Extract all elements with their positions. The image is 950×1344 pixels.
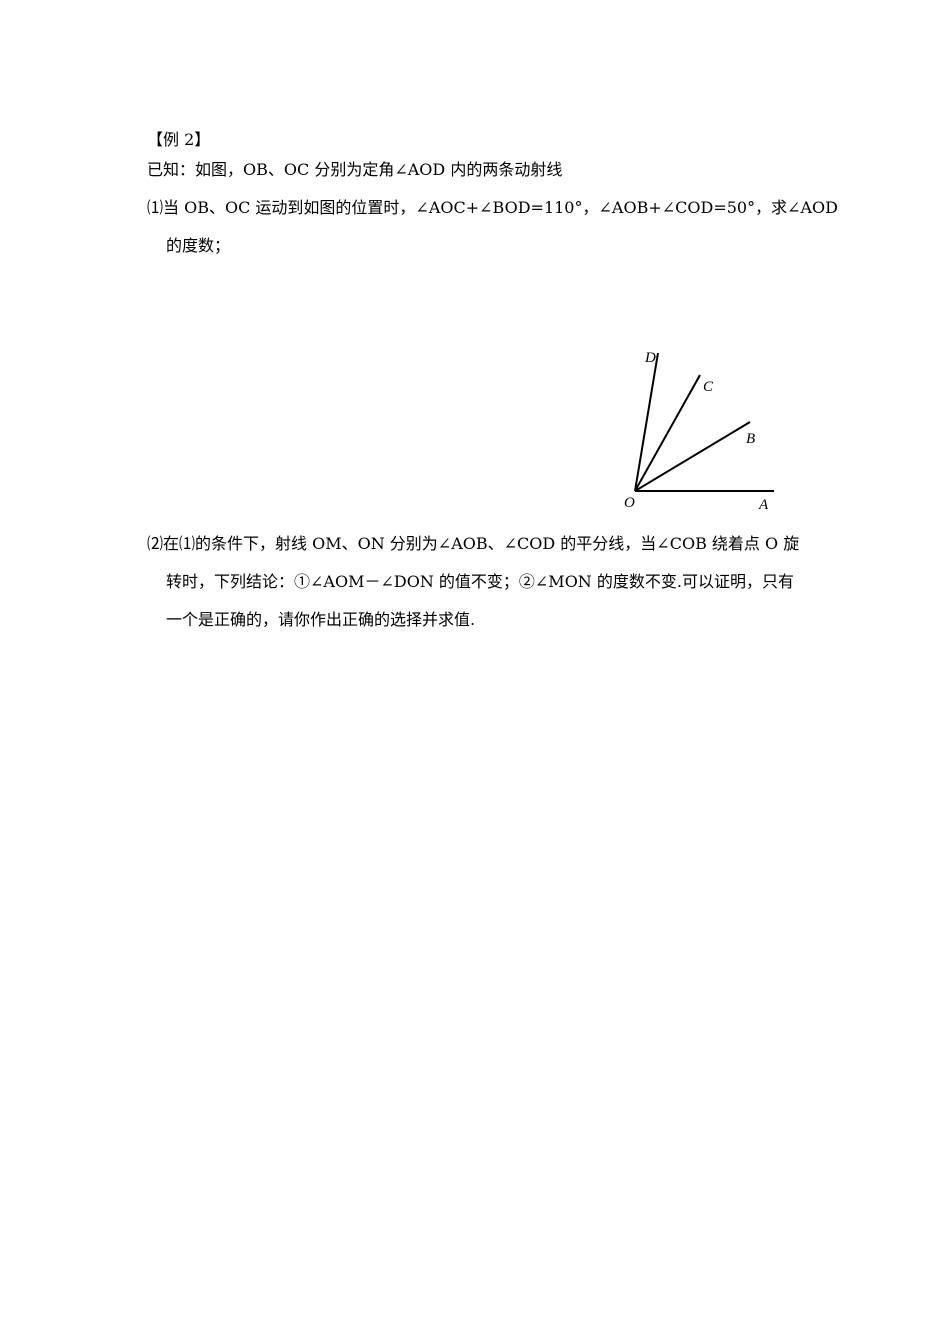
label-B: B bbox=[746, 431, 755, 447]
question-1-line-1: ⑴当 OB、OC 运动到如图的位置时，∠AOC+∠BOD=110°，∠AOB+∠… bbox=[147, 198, 838, 217]
question-2-line-2: 转时，下列结论：①∠AOM－∠DON 的值不变；②∠MON 的度数不变.可以证明… bbox=[166, 572, 794, 591]
label-A: A bbox=[758, 497, 769, 513]
angle-figure: D C B O A bbox=[624, 350, 774, 513]
label-O: O bbox=[624, 495, 635, 511]
example-heading: 【例 2】 bbox=[147, 130, 211, 149]
given-statement: 已知：如图，OB、OC 分别为定角∠AOD 内的两条动射线 bbox=[147, 160, 563, 179]
question-2-line-3: 一个是正确的，请你作出正确的选择并求值. bbox=[166, 610, 476, 629]
ray-OC bbox=[634, 374, 701, 492]
ray-OB bbox=[634, 421, 751, 492]
label-C: C bbox=[703, 379, 714, 395]
ray-OD bbox=[634, 352, 659, 492]
question-2-line-1: ⑵在⑴的条件下，射线 OM、ON 分别为∠AOB、∠COD 的平分线，当∠COB… bbox=[147, 534, 800, 553]
question-1-line-2: 的度数； bbox=[166, 236, 231, 255]
label-D: D bbox=[644, 350, 656, 366]
